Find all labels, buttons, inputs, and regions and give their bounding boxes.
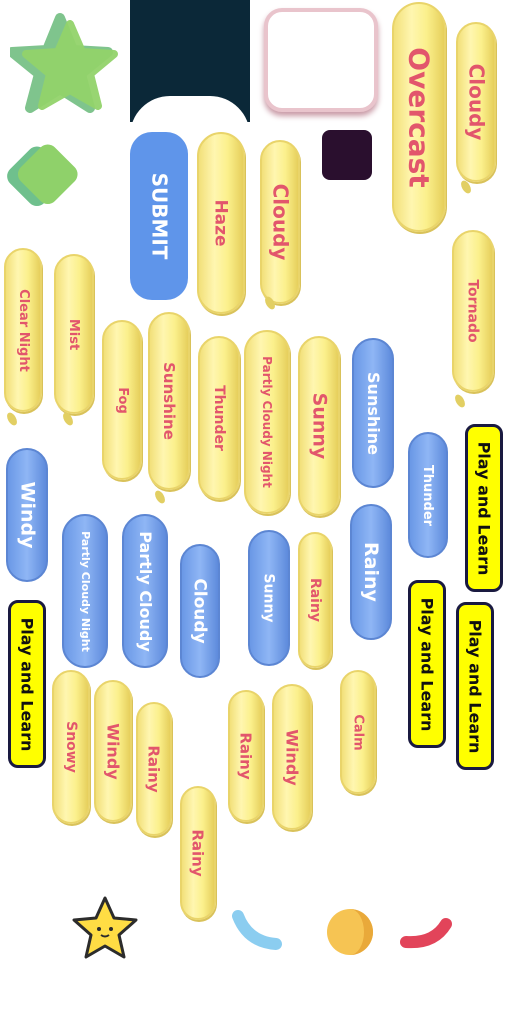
word-windy-2[interactable]: Windy: [272, 684, 312, 830]
word-partly-cloudy-night-yellow[interactable]: Partly Cloudy Night: [244, 330, 290, 514]
word-tornado[interactable]: Tornado: [452, 230, 494, 392]
panel-curve: [130, 96, 250, 136]
word-haze[interactable]: Haze: [197, 132, 245, 314]
word-sunshine-blue[interactable]: Sunshine: [352, 338, 394, 488]
word-cloudy-mid[interactable]: Cloudy: [260, 140, 300, 304]
diamond-icon: [7, 144, 78, 207]
star-face-icon: [72, 896, 138, 959]
word-rainy-4[interactable]: Rainy: [180, 786, 216, 920]
word-thunder-yellow[interactable]: Thunder: [198, 336, 240, 500]
word-calm[interactable]: Calm: [340, 670, 376, 794]
word-thunder-blue[interactable]: Thunder: [408, 432, 448, 558]
answer-box[interactable]: [264, 8, 378, 112]
word-sunny-yellow[interactable]: Sunny: [298, 336, 340, 516]
word-rainy-1[interactable]: Rainy: [298, 532, 332, 668]
play-and-learn-button-1[interactable]: Play and Learn: [465, 424, 503, 592]
submit-button[interactable]: SUBMIT: [130, 132, 188, 300]
word-sunny-blue[interactable]: Sunny: [248, 530, 290, 666]
play-and-learn-button-4[interactable]: Play and Learn: [8, 600, 46, 768]
orange-circle-icon: [327, 909, 373, 955]
word-windy-1[interactable]: Windy: [94, 680, 132, 822]
word-mist[interactable]: Mist: [54, 254, 94, 414]
red-arc-icon: [400, 918, 452, 949]
word-overcast[interactable]: Overcast: [392, 2, 446, 232]
color-swatch: [322, 130, 372, 180]
word-cloudy-top[interactable]: Cloudy: [456, 22, 496, 182]
word-snowy[interactable]: Snowy: [52, 670, 90, 824]
word-rainy-blue[interactable]: Rainy: [350, 504, 392, 640]
word-cloudy-blue[interactable]: Cloudy: [180, 544, 220, 678]
word-windy-blue[interactable]: Windy: [6, 448, 48, 582]
word-partly-cloudy-night-blue[interactable]: Partly Cloudy Night: [62, 514, 108, 668]
word-partly-cloudy-blue[interactable]: Partly Cloudy: [122, 514, 168, 668]
word-rainy-2[interactable]: Rainy: [136, 702, 172, 836]
word-sunshine-yellow[interactable]: Sunshine: [148, 312, 190, 490]
play-and-learn-button-2[interactable]: Play and Learn: [408, 580, 446, 748]
star-icon: [10, 13, 118, 113]
word-fog[interactable]: Fog: [102, 320, 142, 480]
play-and-learn-button-3[interactable]: Play and Learn: [456, 602, 494, 770]
word-clear-night[interactable]: Clear Night: [4, 248, 42, 412]
blue-arc-icon: [232, 910, 282, 950]
word-rainy-3[interactable]: Rainy: [228, 690, 264, 822]
